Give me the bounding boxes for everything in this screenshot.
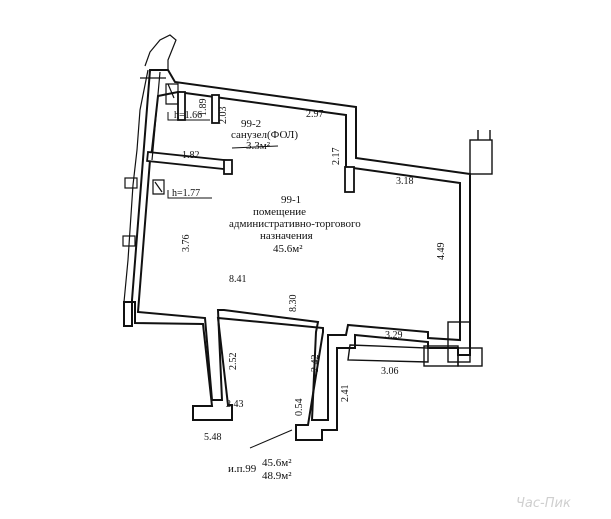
main-room-number: 99-1 <box>281 194 301 206</box>
dim-217: 2.17 <box>331 148 342 166</box>
left-facade <box>122 34 179 303</box>
main-room-line1: помещение <box>253 206 306 218</box>
dim-054: 0.54 <box>294 399 305 417</box>
walls <box>123 69 471 441</box>
height-label-1: h=1.66 <box>174 110 202 121</box>
dim-329: 3.29 <box>385 330 403 341</box>
dim-449: 4.49 <box>436 243 447 261</box>
dim-297: 2.97 <box>306 109 324 120</box>
dim-241: 2.41 <box>340 385 351 403</box>
dim-203: 2.03 <box>218 107 229 125</box>
bathroom-number: 99-2 <box>241 118 261 130</box>
bathroom-walls <box>146 91 355 193</box>
dim-242: 2.42 <box>310 355 321 373</box>
h1-leader <box>167 112 210 121</box>
height-label-2: h=1.77 <box>172 188 200 199</box>
dim-243: 2.43 <box>226 399 244 410</box>
main-room-line3: назначения <box>260 230 313 242</box>
dim-306: 3.06 <box>381 366 399 377</box>
main-room-line2: административно-торгового <box>229 218 361 230</box>
summary-label: и.п.99 <box>228 463 257 475</box>
dim-252: 2.52 <box>228 353 239 371</box>
dim-830: 8.30 <box>288 295 299 313</box>
bath-underline <box>231 145 279 149</box>
dim-182: 1.82 <box>182 150 200 161</box>
dim-189: 1.89 <box>198 99 209 117</box>
dim-841: 8.41 <box>229 274 247 285</box>
bathroom-area: 3.3м² <box>246 140 271 152</box>
right-facade <box>347 130 493 367</box>
dim-318: 3.18 <box>396 176 414 187</box>
main-room-area: 45.6м² <box>273 243 303 255</box>
bathroom-name: санузел(ФОЛ) <box>231 129 298 141</box>
watermark: Час-Пик <box>516 496 571 511</box>
dim-376: 3.76 <box>181 235 192 253</box>
leader-line <box>249 429 293 449</box>
dim-548: 5.48 <box>204 432 222 443</box>
h2-leader <box>167 190 212 199</box>
summary-area-2: 48.9м² <box>262 470 292 482</box>
summary-area-1: 45.6м² <box>262 457 292 469</box>
